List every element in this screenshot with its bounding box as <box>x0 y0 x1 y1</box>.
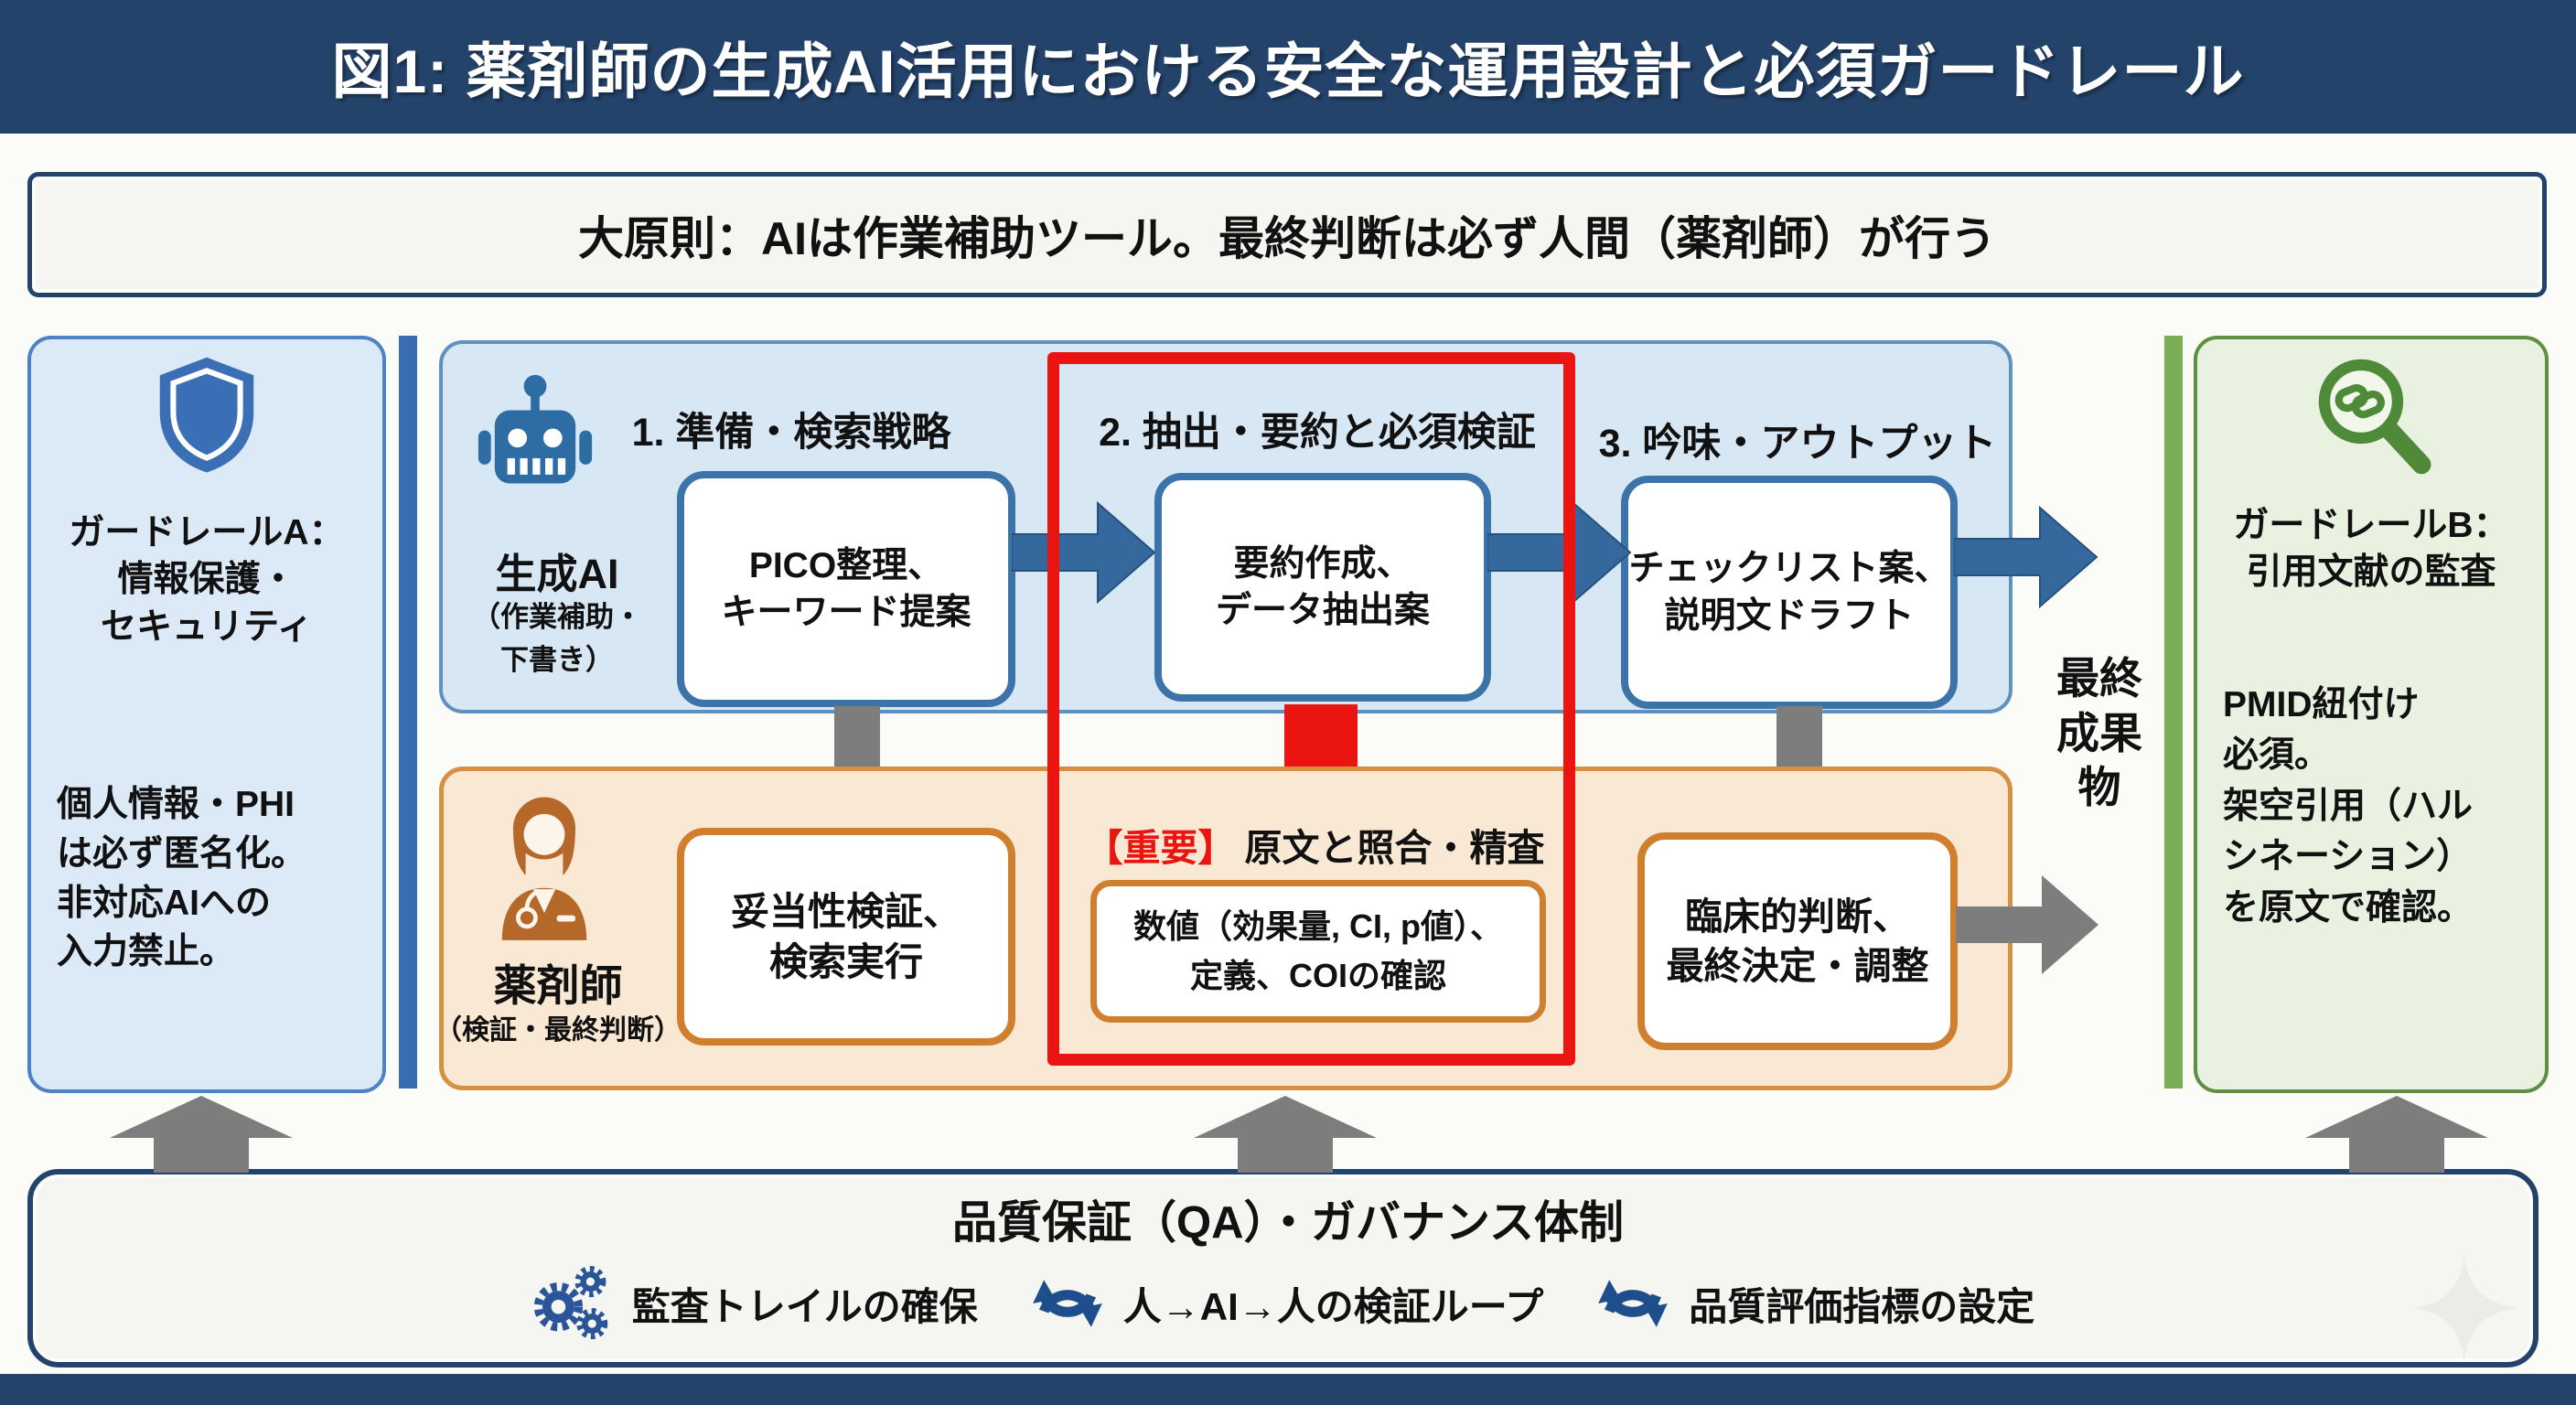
sparkle-icon <box>2411 1255 2517 1361</box>
cycle-arrows-icon <box>1032 1280 1102 1327</box>
qa-items-row: 監査トレイルの確保 人→AI→人の検証ループ 品質評価指標の設定 <box>27 1264 2538 1343</box>
step-1-box: PICO整理、 キーワード提案 <box>677 471 1015 707</box>
arrow-step1-to-step2 <box>1012 501 1156 604</box>
important-heading: 【重要】 原文と照合・精査 <box>1066 817 1564 872</box>
bottom-border-bar <box>0 1374 2576 1405</box>
step-2-box-text: 要約作成、 データ抽出案 <box>1215 543 1430 630</box>
ai-actor-sublabel: （作業補助・ 下書き） <box>472 601 642 676</box>
step-3-title: 3. 吟味・アウトプット <box>1598 422 1997 466</box>
blue-divider-bar <box>399 336 417 1089</box>
guardrail-b-title: ガードレールB： 引用文献の監査 <box>2233 506 2509 593</box>
important-title: 原文と照合・精査 <box>1244 827 1545 869</box>
clinical-judgement-box: 臨床的判断、 最終決定・調整 <box>1637 832 1958 1050</box>
important-check-text: 数値（効果量, CI, p値）、 定義、COIの確認 <box>1133 907 1503 994</box>
citation-audit-magnifier-icon <box>2318 359 2431 475</box>
pharmacist-icon <box>501 797 587 940</box>
guardrail-b-body: PMID紐付け 必須。 架空引用（ハル シネーション） を原文で確認。 <box>2223 685 2474 928</box>
guardrail-a-panel: ガードレールA： 情報保護・ セキュリティ 個人情報・PHI は必ず匿名化。 非… <box>27 336 386 1093</box>
robot-icon <box>478 374 593 484</box>
pharmacist-actor-sublabel: （検証・最終判断） <box>435 1015 682 1046</box>
figure-title: 図1: 薬剤師の生成AI活用における安全な運用設計と必須ガードレール <box>331 38 2245 105</box>
guardrail-a-body: 個人情報・PHI は必ず匿名化。 非対応AIへの 入力禁止。 <box>57 785 307 972</box>
clinical-judgement-text: 臨床的判断、 最終決定・調整 <box>1666 895 1929 987</box>
validation-box: 妥当性検証、 検索実行 <box>677 828 1015 1046</box>
arrow-final-output <box>1956 875 2098 974</box>
arrow-qa-to-guardrail-a <box>110 1096 293 1173</box>
qa-item-quality-metrics-label: 品質評価指標の設定 <box>1689 1284 2035 1328</box>
shield-icon <box>159 357 254 473</box>
qa-governance-panel <box>27 1169 2538 1367</box>
qa-item-verification-loop-label: 人→AI→人の検証ループ <box>1122 1284 1544 1328</box>
gears-icon <box>533 1266 607 1340</box>
pharmacist-actor-label: 薬剤師 <box>493 961 623 1010</box>
step-3-box-text: チェックリスト案、 説明文ドラフト <box>1628 549 1950 636</box>
cycle-arrows-icon <box>1598 1280 1669 1327</box>
ai-actor-label: 生成AI <box>495 551 619 597</box>
step-3-box: チェックリスト案、 説明文ドラフト <box>1621 476 1958 709</box>
important-tag: 【重要】 <box>1085 827 1236 869</box>
arrow-qa-to-guardrail-b <box>2305 1096 2488 1173</box>
qa-item-quality-metrics: 品質評価指標の設定 <box>1594 1264 2034 1343</box>
arrow-step3-to-output <box>1954 506 2098 608</box>
qa-item-verification-loop: 人→AI→人の検証ループ <box>1028 1264 1543 1343</box>
final-output-label: 最終 成果 物 <box>2056 654 2142 812</box>
qa-item-audit-trail-label: 監査トレイルの確保 <box>631 1284 978 1328</box>
guardrail-a-title: ガードレールA： 情報保護・ セキュリティ <box>69 513 345 647</box>
step-1-title: 1. 準備・検索戦略 <box>631 411 951 455</box>
qa-title: 品質保証（QA）・ガバナンス体制 <box>951 1198 1625 1248</box>
qa-item-audit-trail: 監査トレイルの確保 <box>531 1261 978 1346</box>
principle-text: 大原則：AIは作業補助ツール。最終判断は必ず人間（薬剤師）が行う <box>578 212 1996 264</box>
step-2-title: 2. 抽出・要約と必須検証 <box>1099 411 1536 455</box>
step-1-box-text: PICO整理、 キーワード提案 <box>721 545 971 632</box>
principle-banner: 大原則：AIは作業補助ツール。最終判断は必ず人間（薬剤師）が行う <box>27 172 2547 297</box>
green-divider-bar <box>2164 336 2183 1089</box>
figure-title-banner: 図1: 薬剤師の生成AI活用における安全な運用設計と必須ガードレール <box>0 0 2576 134</box>
important-check-box: 数値（効果量, CI, p値）、 定義、COIの確認 <box>1090 880 1546 1023</box>
guardrail-b-panel: ガードレールB： 引用文献の監査 PMID紐付け 必須。 架空引用（ハル シネー… <box>2194 336 2549 1093</box>
validation-box-text: 妥当性検証、 検索実行 <box>730 889 961 983</box>
arrow-qa-to-flow <box>1194 1096 1377 1173</box>
critical-step-highlight-frame <box>1047 352 1575 1066</box>
step-2-box: 要約作成、 データ抽出案 <box>1154 473 1491 702</box>
